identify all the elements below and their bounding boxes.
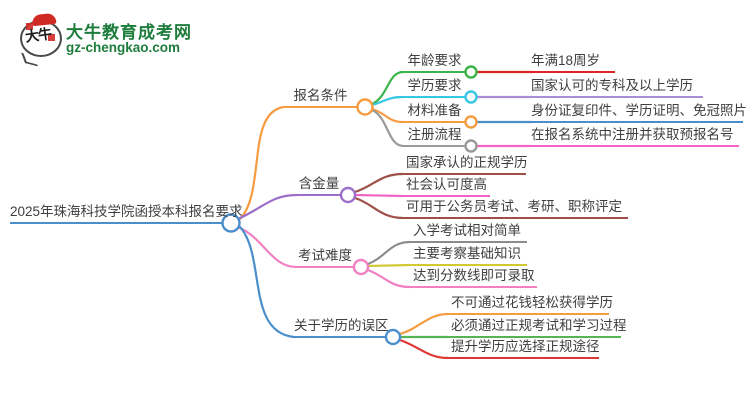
branch-circle-hanjinliang <box>339 186 357 204</box>
root-node: 2025年珠海科技学院函授本科报名要求 <box>10 203 243 224</box>
branch-circle-wuqu <box>384 328 402 346</box>
branch-circle-baoming <box>356 98 374 116</box>
connector-kaoshinandu-leaf2 <box>366 263 412 268</box>
branch-node-baoming: 报名条件 <box>284 87 357 108</box>
connector-kaoshinandu-leaf3 <box>366 268 412 289</box>
sub-node-xueli: 学历要求 <box>403 77 466 98</box>
connector-root-kaoshinandu <box>238 226 298 269</box>
leaf-node-baoming-xitong: 在报名系统中注册并获取预报名号 <box>528 126 739 147</box>
subnode-circle-nianling <box>464 65 478 79</box>
logo-title: 大牛教育成考网 <box>66 23 192 42</box>
connector-kaoshinandu-leaf1 <box>366 240 412 266</box>
branch-node-wuqu: 关于学历的误区 <box>294 317 389 338</box>
connector-hanjinliang-leaf2 <box>353 193 405 198</box>
connector-root-wuqu <box>238 225 296 339</box>
site-logo[interactable]: 大牛 大牛教育成考网 gz-chengkao.com <box>18 12 238 67</box>
leaf-node-nianman18: 年满18周岁 <box>528 52 615 73</box>
connector-baoming-nianling <box>370 70 405 106</box>
leaf-node-huaqian: 不可通过花钱轻松获得学历 <box>448 294 613 315</box>
leaf-node-guojia-renke: 国家认可的专科及以上学历 <box>528 77 703 98</box>
logo-seal2-icon <box>48 34 55 41</box>
logo-icon-text: 大牛 <box>24 25 52 45</box>
connector-baoming-cailiao <box>370 107 405 124</box>
connector-wuqu-leaf1 <box>398 312 450 336</box>
branch-circle-kaoshinandu <box>352 258 370 276</box>
leaf-node-zhengguitujing: 提升学历应选择正规途径 <box>448 338 600 359</box>
logo-seal-icon <box>26 23 33 30</box>
connector-baoming-xueli <box>370 95 405 107</box>
leaf-node-jichu-zhishi: 主要考察基础知识 <box>410 245 527 266</box>
leaf-node-zhengguikaoshi: 必须通过正规考试和学习过程 <box>448 317 627 338</box>
sub-node-cailiao: 材料准备 <box>403 102 466 123</box>
connector-baoming-zhuce <box>370 108 405 148</box>
connector-root-hanjinliang <box>238 193 299 220</box>
subnode-circle-zhuce <box>464 139 478 153</box>
leaf-node-shehui-renke: 社会认可度高 <box>403 176 490 197</box>
leaf-node-fenshuxian: 达到分数线即可录取 <box>410 267 537 288</box>
leaf-node-guojia-chengren: 国家承认的正规学历 <box>403 154 528 175</box>
subnode-circle-cailiao <box>464 115 478 129</box>
connector-root-baoming <box>238 105 286 221</box>
subnode-circle-xueli <box>464 90 478 104</box>
sub-node-nianling: 年龄要求 <box>403 52 466 73</box>
connector-wuqu-leaf3 <box>398 338 450 360</box>
sub-node-zhuce: 注册流程 <box>403 126 466 147</box>
leaf-node-shenfenzheng: 身份证复印件、学历证明、免冠照片 <box>528 102 747 123</box>
connector-hanjinliang-leaf1 <box>353 172 405 194</box>
leaf-node-gongwuyuan: 可用于公务员考试、考研、职称评定 <box>403 198 628 219</box>
branch-node-hanjinliang: 含金量 <box>297 175 341 196</box>
leaf-node-ruxue-kaoshi: 入学考试相对简单 <box>410 222 527 243</box>
root-node-circle <box>221 213 241 233</box>
connector-hanjinliang-leaf3 <box>353 196 405 220</box>
branch-node-kaoshinandu: 考试难度 <box>296 247 354 268</box>
logo-domain: gz-chengkao.com <box>66 40 181 55</box>
